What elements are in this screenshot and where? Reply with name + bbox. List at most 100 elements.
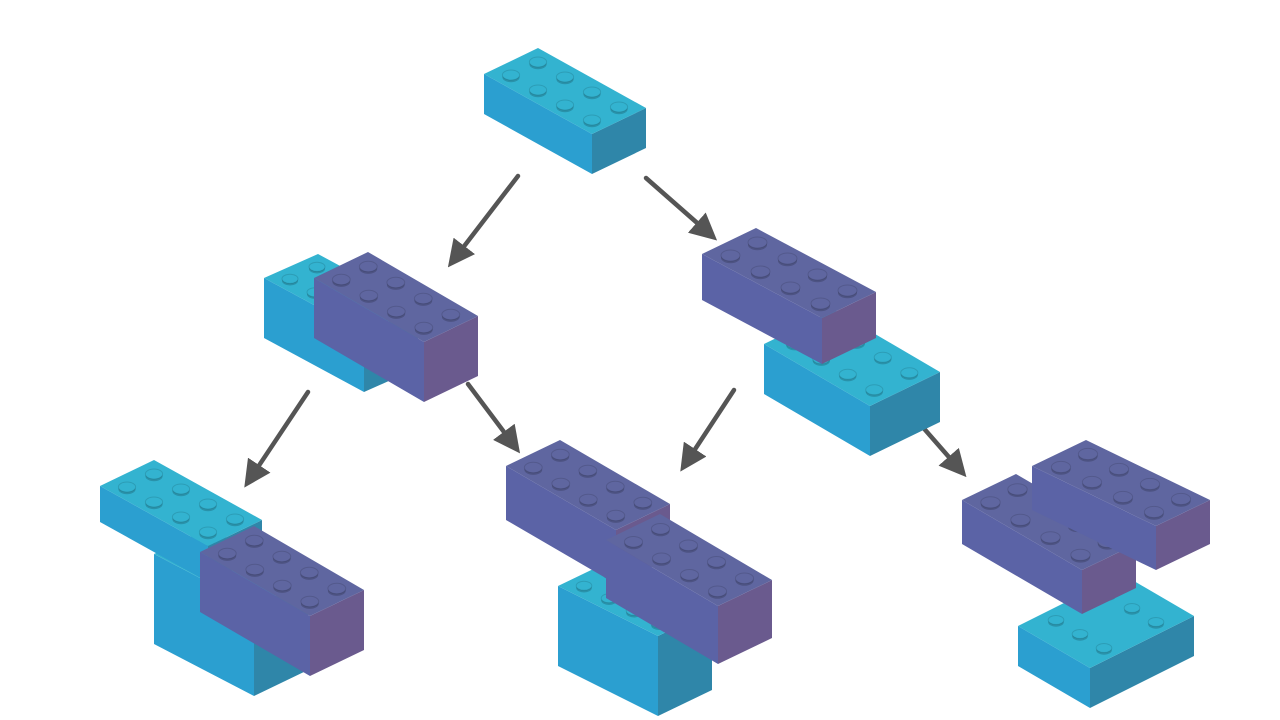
brick-top-face [702, 228, 876, 318]
brick-stud [780, 281, 801, 296]
brick-stud [308, 261, 326, 274]
brick-stud [198, 498, 218, 512]
brick-top-face [100, 460, 262, 546]
brick-stud [1108, 462, 1130, 477]
brick-stud [650, 523, 671, 537]
brick-stud [582, 114, 602, 128]
brick-top-face [200, 526, 364, 616]
bricks-layer [100, 48, 1210, 716]
brick-side-face [702, 254, 822, 364]
arrow-right-to-bottom-middle [680, 387, 737, 472]
brick-top-face [484, 48, 646, 134]
brick-stud [1170, 492, 1192, 507]
brick-stud [414, 321, 434, 335]
brick-stud [865, 384, 884, 397]
brick-stud [281, 273, 299, 286]
brick-stud [523, 461, 543, 475]
brick-stud [1010, 513, 1031, 528]
brick-stud [225, 513, 245, 527]
brick-stud [900, 367, 919, 380]
brick-top-face [1018, 574, 1194, 668]
brick-stud [651, 552, 672, 566]
brick-stud [578, 464, 598, 478]
brick-stud [528, 56, 548, 70]
bottom-left-purple-brick [200, 526, 364, 676]
brick-end-face [1156, 500, 1210, 570]
brick-stud [144, 468, 164, 482]
brick-stud [117, 481, 137, 495]
brick-stud [734, 572, 755, 586]
arrow-top-to-right [643, 175, 718, 241]
left-combo-purple-brick [314, 252, 478, 402]
brick-stud [300, 595, 320, 609]
brick-stud [386, 276, 406, 290]
brick-end-face [592, 108, 646, 174]
brick-stud [720, 249, 741, 264]
brick-end-face [310, 590, 364, 676]
brick-stud [1077, 447, 1099, 462]
brick-stud [1047, 615, 1065, 627]
brick-side-face [154, 554, 254, 696]
brick-side-face [314, 278, 424, 402]
brick-stud [1147, 617, 1165, 629]
arrow-top-to-left [447, 173, 521, 268]
brick-end-face [1082, 544, 1136, 614]
brick-end-face [718, 580, 772, 664]
brick-side-face [1032, 466, 1156, 570]
arrow-left-to-bottom-left [244, 389, 311, 488]
brick-stud [1071, 629, 1089, 641]
brick-stud [575, 580, 593, 593]
brick-top-face [1032, 440, 1210, 526]
brick-side-face [962, 500, 1082, 614]
brick-stud [386, 305, 406, 319]
brick-stud [606, 509, 626, 523]
brick-stud [838, 368, 857, 382]
bottom-middle-purple-front [606, 514, 772, 664]
brick-stud [217, 547, 237, 561]
brick-stud [609, 101, 629, 115]
brick-stud [1007, 483, 1028, 497]
arrows-layer [244, 173, 967, 488]
brick-stud [551, 477, 571, 491]
arrow-left-to-bottom-middle [465, 381, 521, 454]
brick-stud [837, 284, 858, 299]
brick-stud [706, 556, 727, 570]
brick-stud [707, 585, 728, 599]
brick-top-face [962, 474, 1136, 570]
brick-stud [555, 99, 575, 113]
arrow-right-to-bottom-right [917, 421, 967, 478]
brick-stud [810, 297, 831, 312]
brick-side-face [484, 74, 592, 174]
brick-stud [1095, 643, 1113, 655]
brick-stud [171, 483, 191, 497]
brick-end-face [870, 372, 940, 456]
brick-side-face [200, 552, 310, 676]
brick-top-face [506, 440, 670, 530]
brick-stud [623, 536, 644, 550]
brick-stud [501, 69, 521, 83]
bottom-right-purple-left [962, 474, 1136, 614]
brick-end-face [1090, 616, 1194, 708]
brick-stud [633, 496, 653, 510]
brick-stud [1123, 603, 1141, 615]
brick-stud [272, 579, 292, 593]
brick-stud [679, 569, 700, 583]
brick-stud [144, 496, 164, 510]
brick-stud [358, 260, 378, 274]
brick-stud [582, 86, 602, 100]
brick-stud [747, 236, 768, 251]
brick-stud [605, 480, 625, 494]
brick-side-face [100, 486, 208, 582]
brick-stud [1112, 490, 1134, 505]
brick-stud [359, 289, 379, 303]
brick-stud [441, 308, 461, 322]
brick-stud [578, 493, 598, 507]
brick-stud [1040, 531, 1061, 546]
brick-stud [244, 534, 264, 548]
brick-stud [750, 265, 771, 280]
brick-stud [171, 511, 191, 525]
brick-stud [807, 268, 828, 283]
brick-stud [413, 292, 433, 306]
brick-top-face [606, 514, 772, 606]
